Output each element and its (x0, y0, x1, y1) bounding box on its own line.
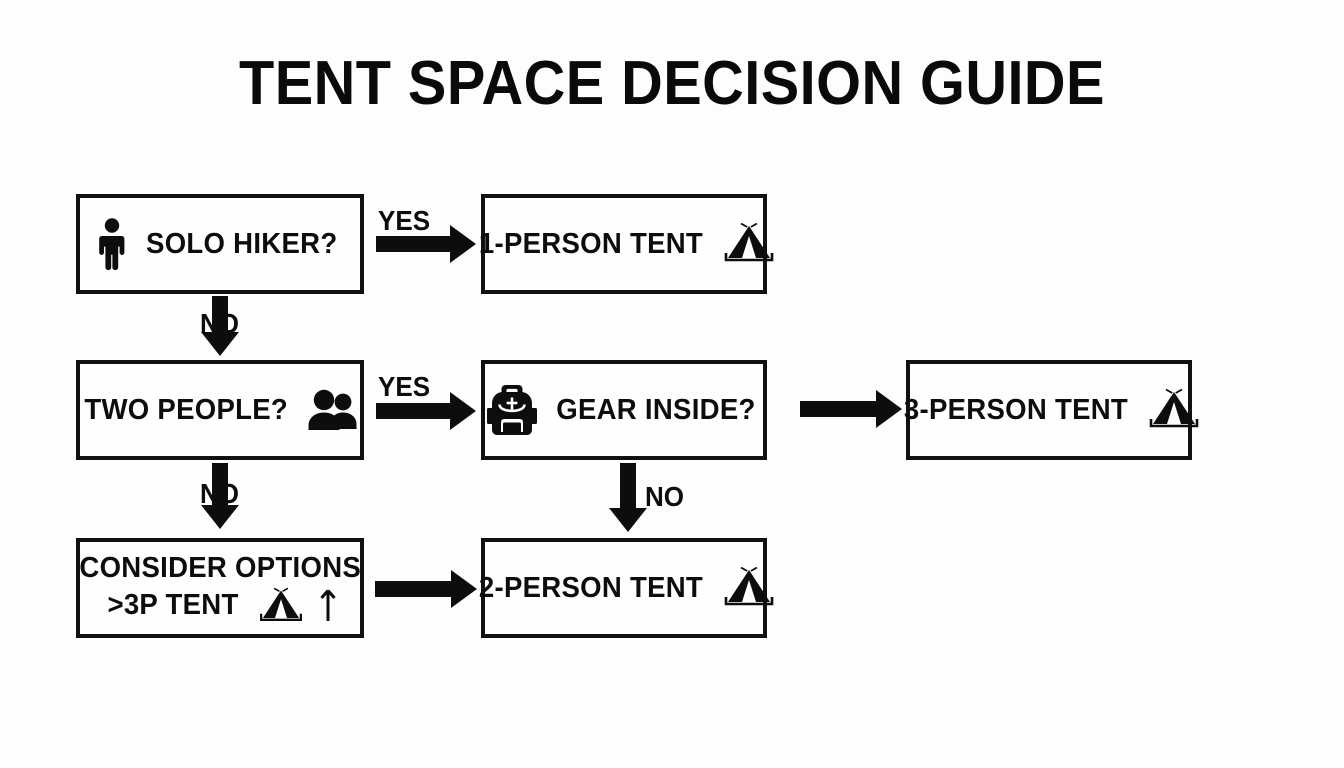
node-label: 1-PERSON TENT (478, 227, 704, 260)
edge-solo-no-label: NO (200, 308, 240, 339)
node-gear-inside[interactable]: GEAR INSIDE? (481, 360, 767, 460)
node-three-person-tent[interactable]: 3-PERSON TENT (903, 360, 1199, 460)
backpack-icon (487, 383, 538, 437)
tent-icon (1148, 388, 1200, 432)
node-label: 3-PERSON TENT (903, 393, 1129, 426)
node-two-person-tent[interactable]: 2-PERSON TENT (478, 538, 774, 638)
node-consider-options[interactable]: CONSIDER OPTIONS >3P TENT (76, 538, 364, 638)
node-two-people[interactable]: TWO PEOPLE? (76, 360, 364, 460)
node-label-line2: >3P TENT (107, 589, 239, 621)
node-label: TWO PEOPLE? (84, 393, 288, 426)
node-label: GEAR INSIDE? (556, 393, 756, 426)
edge-solo-yes-label: YES (378, 205, 431, 236)
tent-icon (258, 587, 304, 625)
two-people-icon (307, 389, 361, 431)
person-icon (97, 218, 127, 270)
tent-icon (723, 566, 775, 610)
tent-icon (723, 222, 775, 266)
node-label-line2-row: >3P TENT (104, 587, 336, 625)
edge-gear-no-label: NO (645, 481, 685, 512)
page-title: TENT SPACE DECISION GUIDE (239, 49, 1105, 118)
node-label: SOLO HIKER? (146, 227, 338, 260)
up-arrow-icon (320, 589, 336, 623)
edge-two-yes-label: YES (378, 371, 431, 402)
node-label-line1: CONSIDER OPTIONS (79, 551, 361, 584)
edge-two-no-label: NO (200, 478, 240, 509)
node-solo-hiker[interactable]: SOLO HIKER? (76, 194, 364, 294)
node-one-person-tent[interactable]: 1-PERSON TENT (478, 194, 774, 294)
node-label: 2-PERSON TENT (478, 571, 704, 604)
